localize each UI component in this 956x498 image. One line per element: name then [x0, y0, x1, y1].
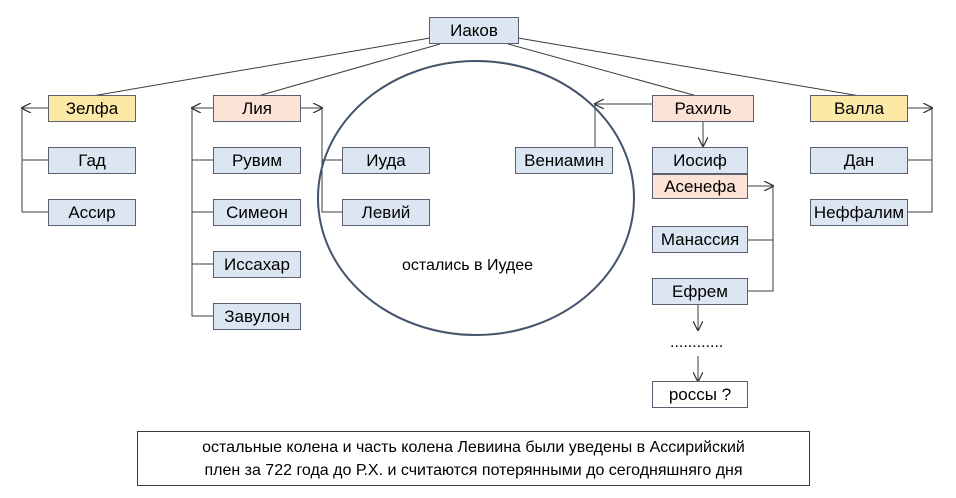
- bracket-liya-left: [191, 108, 213, 317]
- node-iosif: Иосиф: [652, 147, 748, 174]
- judea-ellipse: [317, 60, 635, 336]
- node-iuda: Иуда: [342, 147, 430, 174]
- node-rakhil: Рахиль: [652, 95, 754, 122]
- caption-line-2: плен за 722 года до Р.Х. и считаются пот…: [204, 461, 743, 479]
- node-valla: Валла: [810, 95, 908, 122]
- node-rossy: россы ?: [652, 381, 748, 408]
- bracket-valla: [908, 108, 933, 213]
- node-liya: Лия: [213, 95, 301, 122]
- node-iakov: Иаков: [429, 17, 519, 44]
- ellipse-label: остались в Иудее: [402, 257, 534, 274]
- caption-box: остальные колена и часть колена Левиина …: [137, 431, 810, 486]
- node-efrem: Ефрем: [652, 278, 748, 305]
- node-leviy: Левий: [342, 199, 430, 226]
- node-assir: Ассир: [48, 199, 136, 226]
- bracket-asenefa: [748, 186, 774, 292]
- node-gad: Гад: [48, 147, 136, 174]
- bracket-liya-right: [321, 108, 342, 213]
- node-ruvim: Рувим: [213, 147, 301, 174]
- node-simeon: Симеон: [213, 199, 301, 226]
- node-veniamin: Вениамин: [515, 147, 613, 174]
- bracket-zelfa: [21, 108, 48, 213]
- node-zavulon: Завулон: [213, 303, 301, 330]
- line-iakov-valla: [517, 37, 861, 97]
- node-dan: Дан: [810, 147, 908, 174]
- node-zelfa: Зелфа: [48, 95, 136, 122]
- line-iakov-rakhil: [507, 43, 698, 97]
- line-iakov-liya: [257, 43, 441, 97]
- node-asenefa: Асенефа: [652, 174, 748, 199]
- node-issakhar: Иссахар: [213, 251, 301, 278]
- node-neffalim: Неффалим: [810, 199, 908, 226]
- ellipsis-text: ............: [670, 334, 724, 351]
- caption-line-1: остальные колена и часть колена Левиина …: [202, 438, 745, 456]
- line-iakov-zelfa: [91, 37, 431, 97]
- node-manassiya: Манассия: [652, 226, 748, 253]
